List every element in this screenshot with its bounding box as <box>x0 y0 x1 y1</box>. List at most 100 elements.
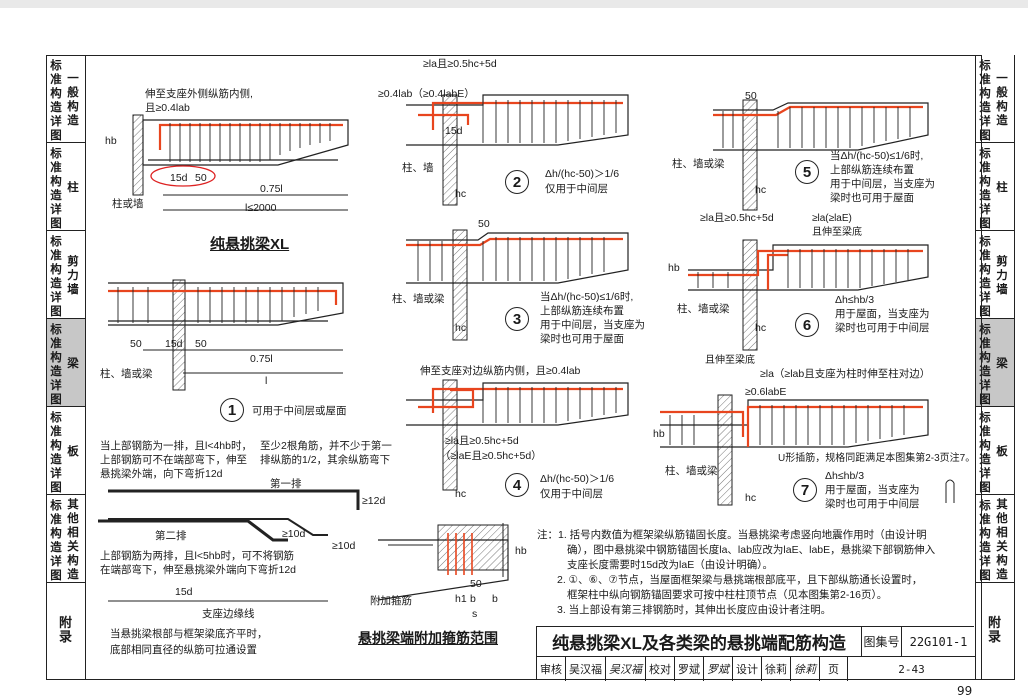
tab-prefix-label: 标准构造详图 <box>979 322 991 406</box>
general-notes: 注：1. 括号内数值为框架梁纵筋锚固长度。当悬挑梁考虑竖向地震作用时（由设计明 … <box>537 528 967 618</box>
d2-caption: 仅用于中间层 <box>545 183 608 195</box>
right-tab-1[interactable]: 标准构造详图一般构造 <box>975 55 1015 143</box>
d6-hc: hc <box>755 322 767 334</box>
bars-note-top-3: 悬挑梁外端，向下弯折12d <box>100 468 223 480</box>
d7-line-2: 用于屋面，当支座为 <box>825 484 920 496</box>
right-tab-6[interactable]: 标准构造详图其他相关构造 <box>975 495 1015 583</box>
d6-vert-dim: ≥la(≥laE) <box>812 213 852 224</box>
d4-hc: hc <box>455 488 467 500</box>
tab-prefix-label: 标准构造详图 <box>50 146 62 230</box>
d7-support: 柱、墙或梁 <box>665 465 718 477</box>
bent-bars-drawing <box>98 489 360 542</box>
right-tab-7[interactable]: 附录 <box>975 583 1015 680</box>
left-tab-4[interactable]: 标准构造详图梁 <box>46 319 86 407</box>
d4-caption: 仅用于中间层 <box>540 488 603 500</box>
d1-dim-2: 15d <box>165 338 183 350</box>
design-name: 徐莉 <box>762 657 791 681</box>
stirrup-dim-50: 50 <box>470 578 482 590</box>
d5-line-4: 梁时也可用于屋面 <box>830 192 914 204</box>
d6-number-circle: 6 <box>795 313 819 337</box>
d5-dim-50: 50 <box>745 90 757 102</box>
review-signature: 吴汉福 <box>606 657 646 681</box>
design-signature: 徐莉 <box>791 657 820 681</box>
d7-hc: hc <box>745 492 757 504</box>
stirrup-dim-s: s <box>472 608 478 620</box>
d2-anchor: ≥0.4lab（≥0.4labE） <box>378 88 475 100</box>
edge-note-2: 底部相同直径的纵筋可拉通设置 <box>110 644 257 656</box>
d3-line-1: 当Δh/(hc-50)≤1/6时, <box>540 291 634 303</box>
xl-dim-15d: 15d <box>170 172 188 184</box>
design-label: 设计 <box>733 657 762 681</box>
diagram-7-drawing <box>660 394 955 506</box>
left-tab-6[interactable]: 标准构造详图其他相关构造 <box>46 495 86 583</box>
bars-note-right-2: 排纵筋的1/2，其余纵筋弯下 <box>260 454 391 466</box>
drawing-sheet-border <box>46 55 982 680</box>
bars-note-top-2: 上部钢筋可不在端部弯下，伸至 <box>100 454 247 466</box>
stirrup-heading: 悬挑梁端附加箍筋范围 <box>358 630 498 646</box>
stirrup-dim-b2: b <box>492 593 498 605</box>
drawing-canvas <box>98 94 955 602</box>
tab-section-label: 梁 <box>67 355 79 370</box>
d6-top-dim: ≥la且≥0.5hc+5d <box>700 212 774 224</box>
d7-hb: hb <box>653 428 665 440</box>
tab-prefix-label: 标准构造详图 <box>50 58 62 142</box>
tab-prefix-label: 标准构造详图 <box>979 234 991 318</box>
tab-prefix-label: 标准构造详图 <box>979 410 991 494</box>
d6-hb: hb <box>668 262 680 274</box>
d2-top-dim: ≥la且≥0.5hc+5d <box>423 58 497 70</box>
tab-section-label: 剪力墙 <box>996 253 1008 296</box>
note-line-2: 确），图中悬挑梁中钢筋锚固长度la、lab应改为laE、labE，悬挑梁下部钢筋… <box>567 544 936 556</box>
stirrup-dim-b1: b <box>470 593 476 605</box>
note-line-6: 3. 当上部设有第三排钢筋时，其伸出长度应由设计者注明。 <box>557 604 832 616</box>
tab-prefix-label: 标准构造详图 <box>979 146 991 230</box>
d7-line-3: 梁时也可用于中间层 <box>825 498 920 510</box>
d1-dim-4: 0.75l <box>250 353 273 365</box>
bars-row-2: 第二排 <box>155 530 187 542</box>
d4-top-dim: 伸至支座对边纵筋内侧，且≥0.4lab <box>420 365 581 377</box>
d1-dim-1: 50 <box>130 338 142 350</box>
xl-dim-l: l≤2000 <box>245 202 277 214</box>
tab-prefix-label: 标准构造详图 <box>979 58 991 142</box>
d1-dim-5: l <box>265 375 268 387</box>
d6-support: 柱、墙或梁 <box>677 303 730 315</box>
d4-mid-1: ≥la且≥0.5hc+5d <box>445 435 519 447</box>
note-line-1: 注：1. 括号内数值为框架梁纵筋锚固长度。当悬挑梁考虑竖向地震作用时（由设计明 <box>537 529 927 541</box>
bars-note-right-1: 至少2根角筋，并不少于第一 <box>260 440 392 452</box>
tab-section-label: 一般构造 <box>67 70 79 127</box>
xl-heading: 纯悬挑梁XL <box>210 236 290 253</box>
tab-section-label: 柱 <box>996 179 1008 194</box>
d3-number-circle: 3 <box>505 307 529 331</box>
edge-line-label: 支座边缘线 <box>202 608 255 620</box>
d3-support: 柱、墙或梁 <box>392 293 445 305</box>
d1-caption: 可用于中间层或屋面 <box>252 405 347 417</box>
d7-anchor: ≥0.6labE <box>745 386 787 398</box>
d2-hc: hc <box>455 188 467 200</box>
xl-dim-50: 50 <box>195 172 207 184</box>
right-tab-5[interactable]: 标准构造详图板 <box>975 407 1015 495</box>
review-name: 吴汉福 <box>566 657 606 681</box>
d3-line-2: 上部纵筋连续布置 <box>540 305 624 317</box>
note-line-5: 框架柱中纵向钢筋锚固要求可按中柱柱顶节点（见本图集第2-16页）。 <box>567 589 888 601</box>
right-tab-3[interactable]: 标准构造详图剪力墙 <box>975 231 1015 319</box>
review-label: 审核 <box>537 657 566 681</box>
diagram-2-drawing <box>406 94 629 206</box>
note-line-3: 支座长度需要时15d改为laE（由设计明确）。 <box>567 559 773 571</box>
note-line-4: 2. ①、⑥、⑦节点，当屋面框架梁与悬挑端根部底平，且下部纵筋通长设置时， <box>557 574 923 586</box>
diagram-5-drawing <box>713 99 929 211</box>
d6-vert-note: 且伸至梁底 <box>812 227 862 238</box>
tab-section-label: 柱 <box>67 179 79 194</box>
right-tab-2[interactable]: 标准构造详图柱 <box>975 143 1015 231</box>
d5-number-circle: 5 <box>795 160 819 184</box>
tab-label: 附录 <box>988 616 1002 645</box>
d7-vert-note: 且伸至梁底 <box>705 355 755 366</box>
diagram-6-drawing <box>688 239 929 351</box>
d1-support: 柱、墙或梁 <box>100 368 153 380</box>
xl-dim-075l: 0.75l <box>260 183 283 195</box>
d7-number-circle: 7 <box>793 478 817 502</box>
bars-note-top-1: 当上部钢筋为一排，且l<4hb时， <box>100 440 252 452</box>
d1-number-circle: 1 <box>220 398 244 422</box>
d4-number-circle: 4 <box>505 473 529 497</box>
xl-note-2: 且≥0.4lab <box>145 102 190 114</box>
check-name: 罗斌 <box>675 657 704 681</box>
page-number: 99 <box>957 684 973 695</box>
